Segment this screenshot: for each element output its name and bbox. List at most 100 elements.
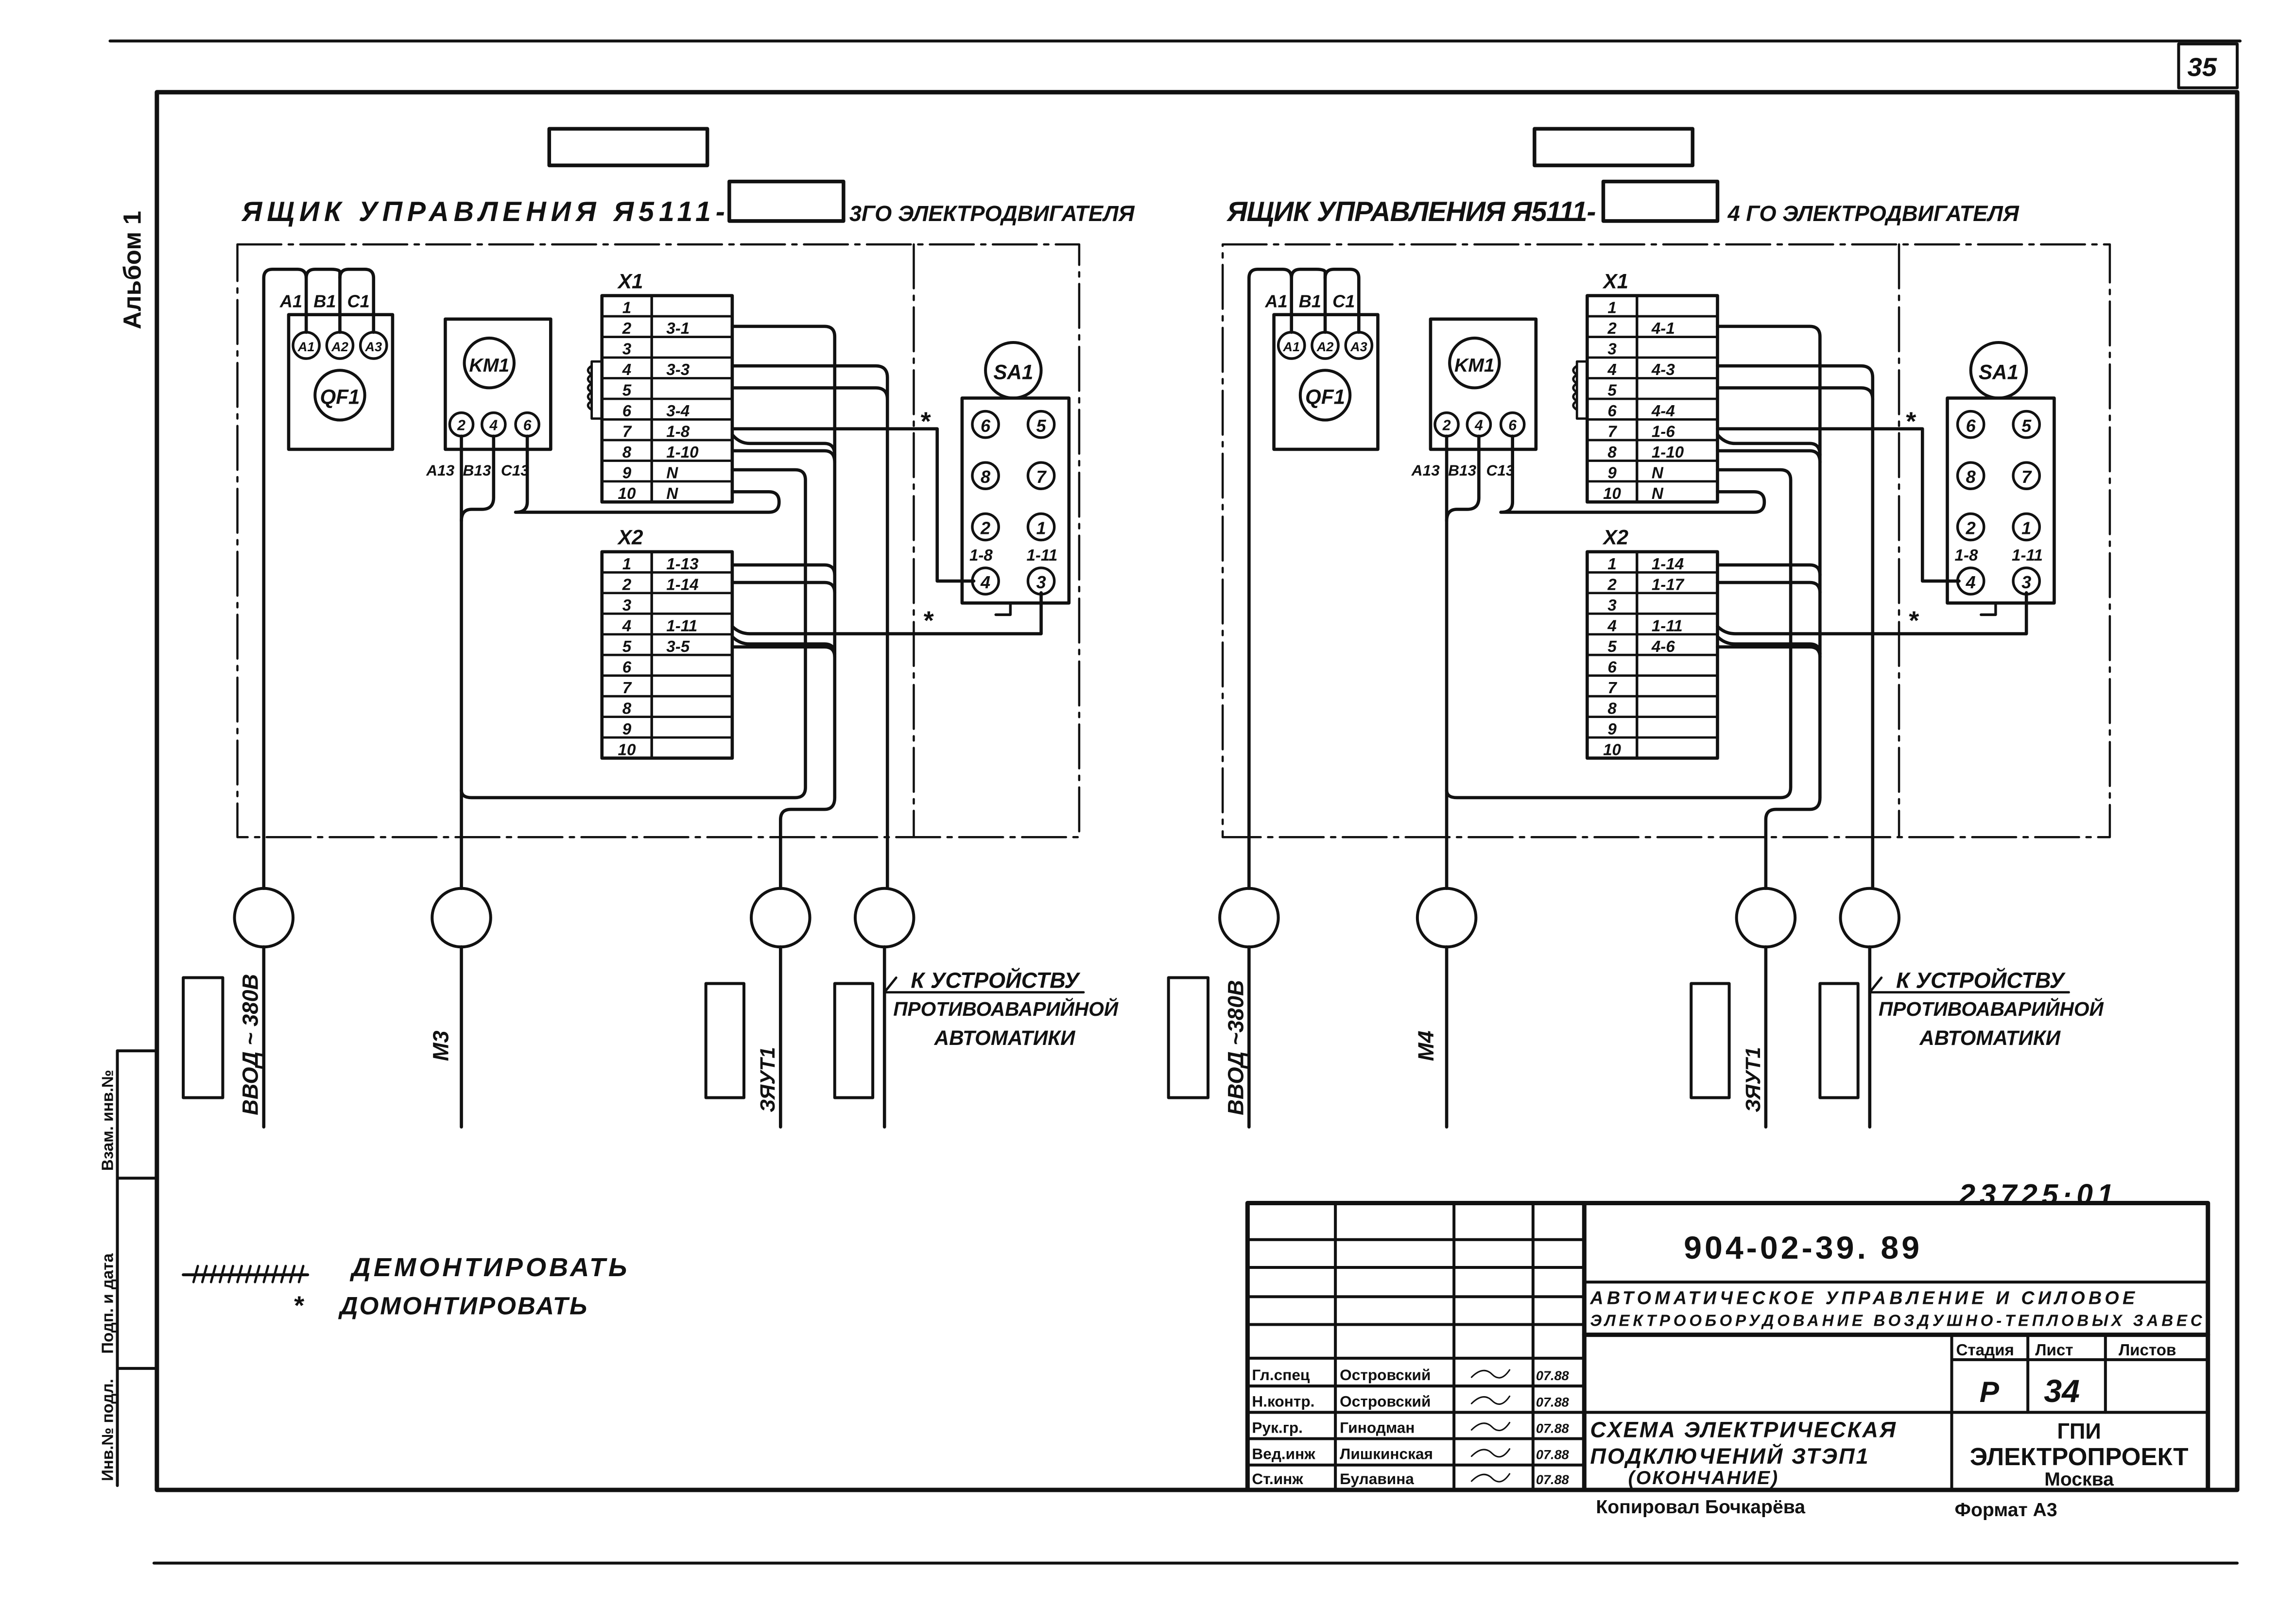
cable-label: ВВОД ~380В xyxy=(1223,980,1248,1115)
contactor-terminal-label: 4 xyxy=(489,418,498,434)
terminal-number: 5 xyxy=(622,638,632,656)
terminal-wire-label: 1-14 xyxy=(666,576,698,594)
switch-terminal xyxy=(2012,512,2041,542)
terminal-number: 4 xyxy=(1607,361,1616,379)
switch-terminal xyxy=(971,461,1000,490)
terminal-number: 1 xyxy=(1607,299,1616,317)
breaker-qf1 xyxy=(287,313,395,451)
contactor-wire-label: A13 xyxy=(1411,462,1440,479)
switch-terminal xyxy=(1956,512,1985,542)
signature-role: Рук.гр. xyxy=(1252,1419,1303,1436)
terminal-number: 2 xyxy=(622,576,632,594)
note-line: ПРОТИВОАВАРИЙНОЙ xyxy=(893,997,1119,1020)
hatch-tick xyxy=(227,1265,234,1283)
box-title: ЯЩИК УПРАВЛЕНИЯ Я5111- xyxy=(1226,196,1596,227)
hatch-tick xyxy=(297,1265,305,1283)
hatch-tick xyxy=(280,1265,287,1283)
cable-wire xyxy=(730,325,837,890)
terminal-number: 7 xyxy=(622,423,632,441)
terminal-number: 1 xyxy=(622,555,631,573)
terminal-number: 8 xyxy=(1607,700,1617,718)
breaker-symbol xyxy=(313,369,366,422)
terminal-wire-label: N xyxy=(666,464,678,482)
side-stamp: Взам. инв.№ Подп. и дата Инв.№ подл. xyxy=(99,1049,158,1487)
switch-terminal-label: 4 xyxy=(1966,572,1976,592)
switch-terminal-label: 7 xyxy=(1036,467,1047,487)
signature-date: 07.88 xyxy=(1536,1420,1570,1436)
switch-terminal-label: 3 xyxy=(2021,572,2031,592)
organization-line: Москва xyxy=(2044,1469,2114,1490)
terminal-number: 10 xyxy=(618,741,636,759)
asterisk-marker: * xyxy=(1905,407,1916,436)
terminal-number: 3 xyxy=(1607,341,1617,359)
cable-wire xyxy=(1716,433,1822,457)
terminal-number: 3 xyxy=(1607,597,1617,615)
terminal-number: 3 xyxy=(622,597,632,615)
contactor-wire-label: A13 xyxy=(426,462,454,479)
switch-terminal-label: 3 xyxy=(1036,572,1046,592)
switch-terminal xyxy=(2012,410,2041,439)
legend-mount: ДОМОНТИРОВАТЬ xyxy=(338,1292,588,1319)
cable-gland xyxy=(431,887,492,949)
cable-wire xyxy=(1716,325,1822,890)
cable-wire xyxy=(1716,581,1822,595)
signature-scribble xyxy=(1470,1448,1511,1458)
terminal-number: 1 xyxy=(622,299,631,317)
breaker-wire-label: A1 xyxy=(1265,291,1288,311)
label-box xyxy=(547,127,709,168)
cable-tag xyxy=(1167,976,1210,1099)
switch-sa1 xyxy=(960,396,1071,605)
breaker-wire-label: C1 xyxy=(347,291,370,311)
cable-gland xyxy=(1416,887,1478,949)
terminal-number: 9 xyxy=(622,720,632,738)
signature-scribble xyxy=(1470,1395,1511,1405)
drawing-title-line: ПОДКЛЮЧЕНИЙ ЗТЭП1 xyxy=(1590,1444,1869,1469)
x2-label: X2 xyxy=(617,526,643,549)
signature-role: Н.контр. xyxy=(1252,1392,1314,1410)
terminal-number: 6 xyxy=(1607,658,1617,676)
page-number: 35 xyxy=(2188,53,2217,82)
breaker-terminal-label: A3 xyxy=(364,339,382,354)
title-block: 904-02-39. 89 АВТОМАТИЧЕСКОЕ УПРАВЛЕНИЕ … xyxy=(1245,1200,2210,1521)
box-number-field xyxy=(727,179,846,223)
terminal-number: 7 xyxy=(1607,423,1617,441)
organization-line: ЭЛЕКТРОПРОЕКТ xyxy=(1970,1443,2189,1470)
cable-wire xyxy=(730,386,889,401)
cable-wire xyxy=(1716,364,1875,890)
control-box-1: ЯЩИК УПРАВЛЕНИЯ Я5111-3ГО ЭЛЕКТРОДВИГАТЕ… xyxy=(182,127,1135,1129)
switch-terminal xyxy=(971,512,1000,542)
hatch-tick xyxy=(289,1265,296,1283)
switch-terminal xyxy=(1956,566,1985,596)
motor-wire xyxy=(460,434,496,523)
phase-wire xyxy=(304,268,342,334)
signature-name: Гинодман xyxy=(1340,1419,1415,1436)
signature-scribble xyxy=(1470,1369,1511,1379)
switch-terminal-label: 5 xyxy=(2021,416,2032,436)
switch-wire-label: 1-11 xyxy=(2012,547,2043,564)
cable-wire xyxy=(1716,645,1822,659)
terminal-wire-label: 4-4 xyxy=(1651,402,1675,420)
switch-name: SA1 xyxy=(1979,360,2019,383)
switch-terminal-label: 2 xyxy=(980,518,990,538)
switch-wire xyxy=(1716,427,1961,583)
switch-wire-label: 1-11 xyxy=(1026,547,1057,564)
input-wire xyxy=(1247,268,1294,890)
switch-name: SA1 xyxy=(993,360,1033,383)
switch-wire-label: 1-8 xyxy=(969,547,993,564)
contactor-wire-label: C13 xyxy=(1486,462,1514,479)
cable-wire xyxy=(730,449,837,464)
cable-wire xyxy=(1716,449,1822,464)
terminal-wire-label: 3-5 xyxy=(666,638,690,656)
hatch-tick xyxy=(254,1265,261,1283)
switch-terminal xyxy=(971,410,1000,439)
terminal-wire-label: 1-13 xyxy=(666,555,699,573)
switch-terminal-label: 1 xyxy=(2021,518,2031,538)
terminal-wire-label: 1-17 xyxy=(1652,576,1685,594)
note-line: К УСТРОЙСТВУ xyxy=(1896,968,2066,993)
cable-label: М3 xyxy=(428,1030,453,1061)
header-sheets: Листов xyxy=(2119,1341,2176,1359)
neutral-wire xyxy=(514,434,781,514)
signature-date: 07.88 xyxy=(1536,1472,1570,1487)
terminal-number: 10 xyxy=(1603,741,1621,759)
